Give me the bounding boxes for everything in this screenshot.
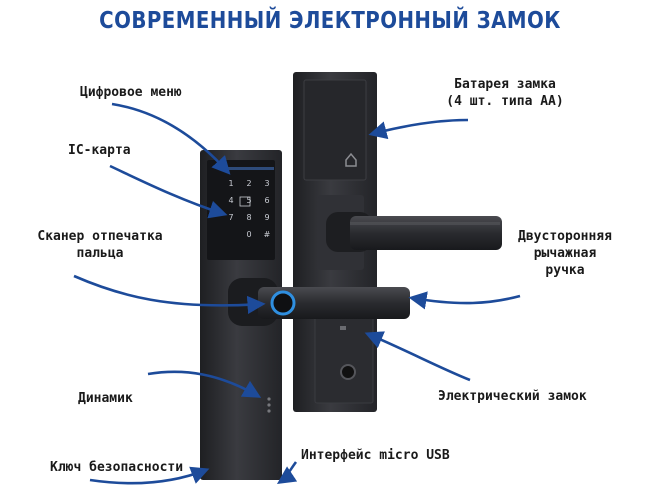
keypad-key: 1 — [228, 179, 233, 188]
arrow-security-key — [89, 466, 210, 485]
keypad: 1 2 3 4 5 6 7 8 9 0 # — [228, 179, 270, 239]
label-battery: Батарея замка (4 шт. типа АА) — [420, 76, 590, 110]
arrow-speaker — [147, 370, 262, 398]
label-electric-lock: Электрический замок — [438, 389, 587, 404]
home-icon — [345, 152, 357, 167]
inner-handle — [326, 212, 502, 252]
label-fingerprint: Сканер отпечатка пальца — [20, 228, 180, 262]
keypad-key: 2 — [246, 179, 251, 188]
page-title: СОВРЕМЕННЫЙ ЭЛЕКТРОННЫЙ ЗАМОК — [99, 8, 561, 34]
keyhole-icon — [340, 364, 356, 380]
label-security-key: Ключ безопасности — [50, 460, 184, 475]
fingerprint-sensor-icon — [270, 290, 296, 316]
arrow-usb — [276, 461, 298, 485]
arrow-ic-card — [109, 164, 228, 219]
label-digital-menu: Цифровое меню — [80, 85, 182, 100]
label-ic-card: IC-карта — [68, 143, 131, 158]
label-battery-line2: (4 шт. типа АА) — [446, 94, 564, 109]
card-reader-icon — [239, 196, 251, 207]
arrow-handle — [408, 291, 521, 310]
arrow-fingerprint — [73, 274, 266, 315]
label-fingerprint-line2: пальца — [76, 246, 124, 261]
arrow-electric-lock — [364, 331, 471, 382]
label-battery-line1: Батарея замка — [454, 77, 556, 92]
label-usb: Интерфейс micro USB — [301, 448, 450, 463]
label-handle-line2: рычажная — [533, 246, 597, 261]
label-handle: Двусторонняя рычажная ручка — [500, 228, 630, 279]
callout-arrows — [73, 102, 521, 485]
keypad-key: # — [264, 230, 271, 239]
keypad-key: 9 — [264, 213, 269, 222]
label-speaker: Динамик — [78, 391, 133, 406]
arrow-battery — [368, 118, 469, 140]
label-handle-line1: Двусторонняя — [518, 229, 612, 244]
keypad-key: 4 — [228, 196, 233, 205]
keypad-key: 7 — [228, 213, 233, 222]
keypad-key: 3 — [264, 179, 269, 188]
speaker-grille-icon — [267, 397, 271, 413]
keypad-key: 5 — [246, 196, 251, 205]
keypad-key: 0 — [246, 230, 251, 239]
keypad-key: 8 — [246, 213, 251, 222]
label-fingerprint-line1: Сканер отпечатка — [37, 229, 163, 244]
keypad-key: 6 — [264, 196, 269, 205]
label-handle-line3: ручка — [545, 263, 585, 278]
arrow-digital-menu — [111, 102, 231, 175]
